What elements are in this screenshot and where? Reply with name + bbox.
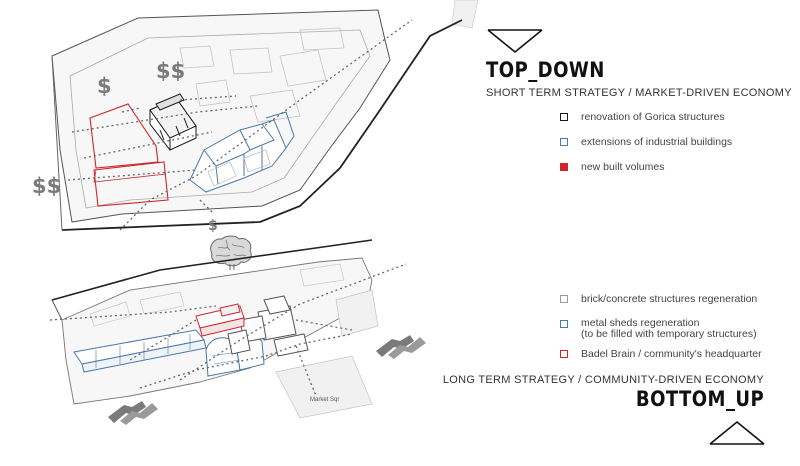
legend-swatch-new-volumes — [560, 163, 568, 171]
new-volume-north — [89, 103, 159, 169]
top-road-edge — [61, 19, 463, 231]
dollar-sign-single-north: $ — [97, 74, 112, 98]
new-volume-south — [93, 161, 169, 207]
brick-structures — [227, 295, 309, 357]
market-square-label: Market Sqr — [310, 397, 340, 403]
exchange-arrows-icon-south — [108, 401, 158, 425]
legend-label-new-volumes: new built volumes — [581, 161, 665, 173]
renovation-building — [149, 93, 197, 151]
top-parcel-outer — [51, 9, 391, 223]
metal-shed-long — [73, 329, 207, 373]
legend-swatch-renovation — [560, 113, 568, 121]
top-existing-buildings — [179, 27, 345, 123]
bottom-dotted-axes — [49, 263, 407, 397]
top-street-edge — [51, 55, 63, 231]
legend-sublabel-metal-sheds: (to be filled with temporary structures) — [581, 328, 757, 340]
legend-label-metal-sheds: metal sheds regeneration — [581, 317, 700, 329]
legend-label-badel-brain: Badel Brain / community's headquarter — [581, 348, 762, 360]
badel-brain-building — [195, 303, 245, 337]
bottom-up-title: BOTTOM_UP — [635, 387, 764, 411]
legend-swatch-extensions — [560, 138, 568, 146]
top-strategy-subtitle: SHORT TERM STRATEGY / MARKET-DRIVEN ECON… — [486, 87, 792, 99]
bottom-strategy-subtitle: LONG TERM STRATEGY / COMMUNITY-DRIVEN EC… — [442, 374, 764, 386]
legend-label-brick: brick/concrete structures regeneration — [581, 293, 758, 305]
bottom-road — [51, 239, 373, 301]
dollar-sign-double-west: $$ — [32, 174, 62, 198]
legend-swatch-brick — [560, 295, 568, 303]
top-dotted-axes — [67, 19, 413, 231]
chevron-down-icon — [487, 29, 543, 54]
dollar-sign-double-north: $$ — [156, 59, 186, 83]
top-parcel-inner — [69, 29, 371, 209]
dollar-sign-single-south: $ — [208, 218, 218, 234]
bottom-gray-area — [275, 355, 373, 419]
legend-label-extensions: extensions of industrial buildings — [581, 136, 733, 148]
legend-label-renovation: renovation of Gorica structures — [581, 111, 725, 123]
legend-swatch-metal-sheds — [560, 320, 568, 328]
legend-swatch-badel-brain — [560, 350, 568, 358]
top-down-title: TOP_DOWN — [486, 58, 605, 82]
industrial-extensions — [189, 111, 295, 193]
exchange-arrows-icon-east — [376, 335, 426, 359]
chevron-up-icon — [709, 420, 765, 445]
